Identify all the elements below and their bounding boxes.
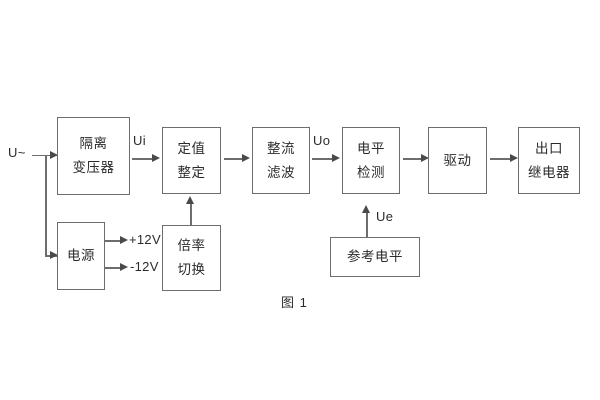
block-multiplier-switch-line1: 倍率 — [177, 238, 206, 254]
block-level-detect[interactable]: 电平 检测 — [342, 127, 400, 194]
signal-label-input-source: U~ — [8, 145, 26, 160]
block-rectify-filter-line1: 整流 — [267, 140, 295, 156]
arrowhead-level-to-drive — [421, 154, 429, 163]
arrowhead-to-isolation-transformer — [50, 150, 58, 159]
wire-ui — [132, 158, 154, 160]
block-level-detect-line1: 电平 — [357, 140, 385, 156]
block-reference-level-line1: 参考电平 — [347, 249, 403, 265]
arrowhead-rail-positive — [120, 236, 128, 245]
block-isolation-transformer-line2: 变压器 — [72, 160, 115, 175]
signal-label-uo: Uo — [313, 133, 331, 148]
wire-drive-to-relay — [490, 158, 512, 160]
wire-input-to-bus — [32, 154, 46, 156]
signal-label-ue: Ue — [376, 209, 394, 224]
block-setting-value-line1: 定值 — [177, 140, 206, 156]
wire-level-to-drive — [403, 158, 423, 160]
block-power-supply[interactable]: 电源 — [57, 222, 105, 290]
arrowhead-ui — [152, 154, 160, 163]
block-rectify-filter-line2: 滤波 — [267, 164, 295, 180]
arrowhead-to-power-supply — [50, 251, 58, 259]
arrowhead-uo — [332, 154, 340, 163]
wire-multiplier-to-setting — [190, 200, 192, 225]
block-level-detect-line2: 检测 — [357, 164, 385, 180]
arrowhead-multiplier-to-setting — [186, 196, 195, 204]
signal-label-rail-positive: +12V — [129, 232, 161, 247]
block-isolation-transformer-line1: 隔离 — [79, 136, 108, 152]
wire-rail-positive — [105, 240, 122, 242]
arrowhead-setting-to-rectify — [242, 154, 250, 163]
block-output-relay-line1: 出口 — [535, 140, 563, 156]
block-setting-value-line2: 整定 — [177, 164, 206, 180]
block-output-relay-line2: 继电器 — [528, 164, 570, 180]
wire-setting-to-rectify — [224, 158, 244, 160]
signal-label-rail-negative: -12V — [130, 259, 159, 274]
block-drive-line1: 驱动 — [443, 152, 472, 168]
block-drive[interactable]: 驱动 — [428, 127, 487, 194]
wire-uo — [312, 158, 334, 160]
block-multiplier-switch[interactable]: 倍率 切换 — [162, 225, 221, 291]
block-isolation-transformer[interactable]: 隔离 变压器 — [57, 117, 130, 195]
wire-input-bus-vertical — [45, 154, 47, 257]
block-setting-value[interactable]: 定值 整定 — [162, 127, 221, 194]
wire-ue — [366, 209, 368, 237]
arrowhead-rail-negative — [120, 263, 128, 272]
arrowhead-drive-to-relay — [510, 154, 518, 163]
arrowhead-ue — [362, 205, 371, 213]
block-reference-level[interactable]: 参考电平 — [330, 237, 420, 277]
wire-rail-negative — [105, 267, 122, 269]
block-rectify-filter[interactable]: 整流 滤波 — [252, 127, 310, 194]
block-output-relay[interactable]: 出口 继电器 — [518, 127, 580, 194]
signal-label-ui: Ui — [133, 133, 146, 148]
figure-caption: 图 1 — [281, 295, 308, 310]
block-multiplier-switch-line2: 切换 — [177, 262, 206, 277]
block-power-supply-line1: 电源 — [67, 248, 95, 264]
